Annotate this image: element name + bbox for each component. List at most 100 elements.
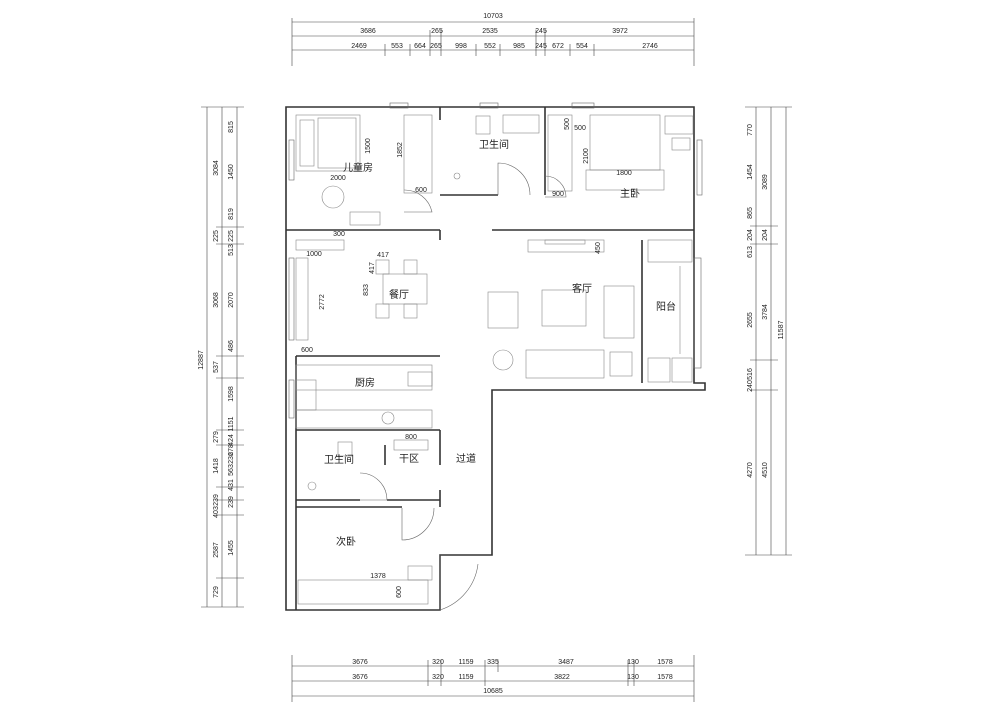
inner-dim: 1000 bbox=[306, 251, 322, 258]
dim-top: 265 bbox=[431, 28, 443, 35]
dim-bottom: 3822 bbox=[554, 674, 570, 681]
label-second-bedroom: 次卧 bbox=[336, 535, 356, 548]
inner-dimensions: 1500 2000 1852 600 300 500 500 2100 1800… bbox=[301, 118, 632, 598]
dim-top: 553 bbox=[391, 43, 403, 50]
inner-dim: 800 bbox=[405, 434, 417, 441]
dim-left: 1455 bbox=[228, 540, 235, 556]
dim-right: 3784 bbox=[762, 304, 769, 320]
inner-dim: 500 bbox=[574, 125, 586, 132]
dim-left: 1598 bbox=[228, 386, 235, 402]
dim-left: 278 bbox=[228, 444, 235, 456]
dim-bottom: 3676 bbox=[352, 659, 368, 666]
dim-left: 403 bbox=[213, 506, 220, 518]
dim-bottom: 130 bbox=[627, 674, 639, 681]
label-corridor: 过道 bbox=[456, 452, 476, 465]
room-labels: 儿童房 卫生间 主卧 餐厅 客厅 阳台 厨房 卫生间 干区 过道 次卧 bbox=[324, 138, 676, 548]
dim-right: 770 bbox=[747, 124, 754, 136]
dim-left: 3084 bbox=[213, 160, 220, 176]
dim-right-total: 11587 bbox=[778, 320, 785, 339]
dim-top: 2746 bbox=[642, 43, 658, 50]
dim-left: 1418 bbox=[213, 458, 220, 474]
inner-dim: 1378 bbox=[370, 573, 386, 580]
dim-top: 3686 bbox=[360, 28, 376, 35]
furniture bbox=[295, 114, 694, 605]
inner-dim: 2772 bbox=[319, 294, 326, 310]
dim-right: 4270 bbox=[747, 462, 754, 478]
dim-bottom: 320 bbox=[432, 659, 444, 666]
dim-top: 672 bbox=[552, 43, 564, 50]
dim-top: 265 bbox=[430, 43, 442, 50]
bottom-dimensions: 3676 320 1159 335 3487 130 1578 3676 320… bbox=[291, 655, 695, 702]
label-bathroom-bottom: 卫生间 bbox=[324, 453, 354, 466]
dim-left: 431 bbox=[228, 479, 235, 491]
dim-left: 2587 bbox=[213, 542, 220, 558]
inner-dim: 500 bbox=[564, 118, 571, 130]
dim-top: 664 bbox=[414, 43, 426, 50]
left-dimensions: 12887 3084 225 3068 537 279 1418 239 403… bbox=[198, 106, 244, 608]
label-balcony: 阳台 bbox=[656, 300, 676, 313]
dim-right: 2655 bbox=[747, 312, 754, 328]
dim-top: 998 bbox=[455, 43, 467, 50]
label-living: 客厅 bbox=[572, 282, 592, 295]
dim-left: 3068 bbox=[213, 292, 220, 308]
dim-bottom: 320 bbox=[432, 674, 444, 681]
dim-top: 245 bbox=[535, 28, 547, 35]
dim-bottom: 1159 bbox=[458, 674, 473, 681]
dim-right: 204 bbox=[762, 229, 769, 241]
dim-top: 554 bbox=[576, 43, 588, 50]
dim-left: 2070 bbox=[228, 292, 235, 308]
windows bbox=[288, 102, 703, 419]
dim-left: 236 bbox=[228, 452, 235, 464]
dim-right: 204 bbox=[747, 229, 754, 241]
dim-left: 225 bbox=[228, 230, 235, 242]
dim-bottom: 1578 bbox=[657, 659, 673, 666]
inner-dim: 1800 bbox=[616, 170, 632, 177]
dim-bottom: 1578 bbox=[657, 674, 673, 681]
inner-dim: 2000 bbox=[330, 175, 346, 182]
inner-dim: 417 bbox=[377, 252, 389, 259]
dim-left: 563 bbox=[228, 464, 235, 476]
right-dimensions: 770 1454 865 204 613 2655 516 240 4270 3… bbox=[745, 106, 792, 556]
dim-left: 513 bbox=[228, 244, 235, 256]
dim-top: 3972 bbox=[612, 28, 628, 35]
label-master-bedroom: 主卧 bbox=[620, 187, 640, 200]
walls bbox=[285, 106, 706, 611]
dim-top: 2469 bbox=[351, 43, 367, 50]
dim-top: 985 bbox=[513, 43, 525, 50]
inner-dim: 300 bbox=[333, 231, 345, 238]
dim-bottom-total: 10685 bbox=[483, 688, 503, 695]
inner-dim: 1500 bbox=[365, 138, 372, 154]
dim-left-total: 12887 bbox=[198, 350, 205, 370]
dim-left: 815 bbox=[228, 121, 235, 133]
dim-bottom: 3487 bbox=[558, 659, 574, 666]
dim-left: 225 bbox=[213, 230, 220, 242]
label-dry-area: 干区 bbox=[399, 453, 419, 465]
inner-dim: 450 bbox=[595, 242, 602, 254]
label-bathroom-top: 卫生间 bbox=[479, 138, 509, 151]
inner-dim: 600 bbox=[396, 586, 403, 598]
label-kitchen: 厨房 bbox=[355, 376, 375, 389]
dim-right: 240 bbox=[747, 380, 754, 392]
dim-bottom: 1159 bbox=[458, 659, 473, 666]
dim-right: 865 bbox=[747, 207, 754, 219]
dim-top-total: 10703 bbox=[483, 13, 503, 20]
inner-dim: 1852 bbox=[397, 142, 404, 158]
dim-left: 819 bbox=[228, 208, 235, 220]
dim-bottom: 335 bbox=[487, 659, 499, 666]
inner-dim: 900 bbox=[552, 191, 564, 198]
dim-left: 279 bbox=[213, 431, 220, 443]
dim-left: 239 bbox=[228, 496, 235, 508]
dim-top: 2535 bbox=[482, 28, 498, 35]
doors bbox=[359, 162, 567, 611]
dim-left: 239 bbox=[213, 494, 220, 506]
inner-dim: 833 bbox=[363, 284, 370, 296]
dim-top: 245 bbox=[535, 43, 547, 50]
label-children-room: 儿童房 bbox=[343, 161, 373, 174]
inner-dim: 417 bbox=[369, 262, 376, 274]
dim-left: 1151 bbox=[228, 416, 235, 431]
dim-left: 537 bbox=[213, 361, 220, 373]
dim-right: 613 bbox=[747, 246, 754, 258]
label-dining: 餐厅 bbox=[389, 288, 409, 301]
inner-dim: 600 bbox=[301, 347, 313, 354]
